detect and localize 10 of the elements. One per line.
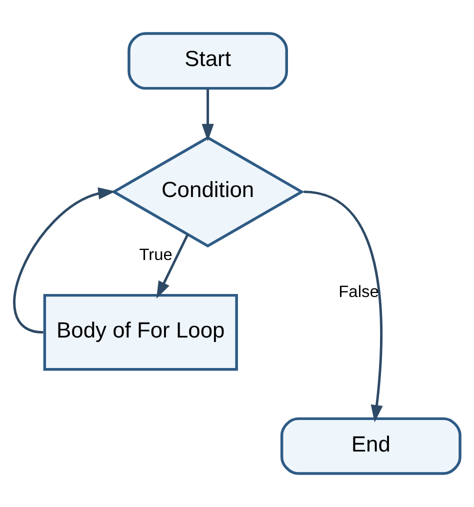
edge-label: False: [338, 283, 379, 302]
node-diamond: Condition: [111, 136, 304, 248]
node-box: End: [280, 417, 462, 475]
arrow: [13, 187, 116, 334]
arrow: [202, 88, 214, 142]
arrow: [304, 190, 383, 422]
node-box: Body of For Loop: [43, 294, 238, 371]
arrow: [156, 234, 189, 299]
node-box: Start: [128, 32, 288, 90]
edge-label: True: [139, 246, 172, 264]
